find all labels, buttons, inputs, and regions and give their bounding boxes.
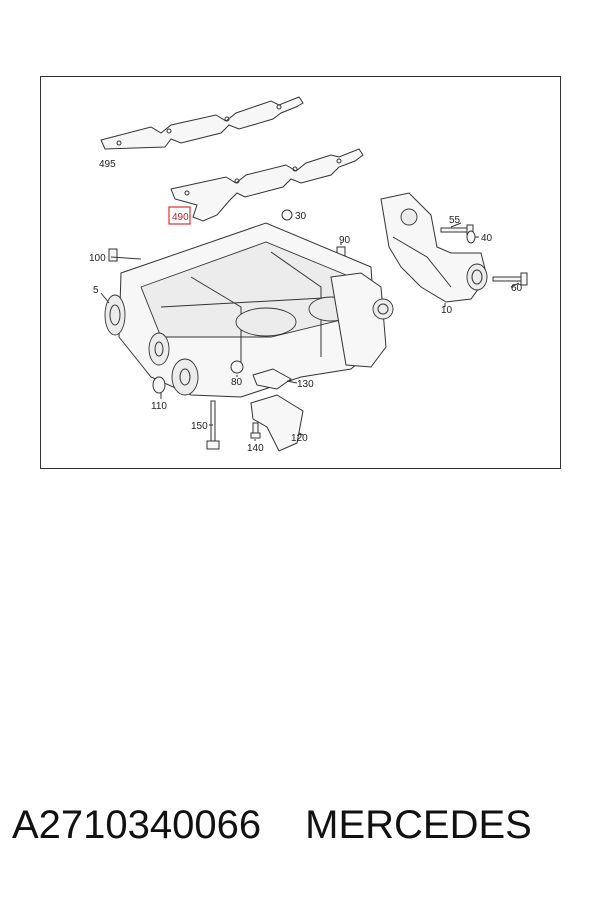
svg-text:100: 100 (89, 253, 106, 264)
svg-text:80: 80 (231, 377, 243, 388)
callout-90: 90 (339, 235, 351, 246)
callout-60: 60 (511, 283, 523, 294)
caption: A2710340066 MERCEDES (12, 803, 592, 863)
svg-text:490: 490 (172, 212, 189, 223)
svg-text:120: 120 (291, 433, 308, 444)
oil-pump-housing-10[interactable] (380, 192, 488, 303)
gasket-495[interactable] (100, 96, 304, 150)
bolt-60[interactable] (492, 272, 528, 286)
svg-text:90: 90 (339, 235, 351, 246)
callout-100: 100 (89, 253, 106, 264)
callout-80: 80 (231, 377, 243, 388)
pin-100[interactable] (108, 248, 118, 262)
gasket-130[interactable] (252, 368, 292, 390)
callout-150: 150 (191, 421, 208, 432)
callout-130: 130 (297, 379, 314, 390)
callout-490-highlighted[interactable]: 490 (168, 206, 191, 225)
balance-shaft-housing[interactable] (118, 222, 394, 398)
svg-text:130: 130 (297, 379, 314, 390)
callout-55: 55 (449, 215, 461, 226)
svg-text:5: 5 (93, 285, 99, 296)
svg-text:30: 30 (295, 211, 307, 222)
gear-lower[interactable] (171, 358, 199, 396)
svg-text:150: 150 (191, 421, 208, 432)
part-number: A2710340066 (12, 803, 262, 847)
bolt-150[interactable] (206, 400, 220, 450)
nut-80[interactable] (230, 360, 244, 374)
callout-120: 120 (291, 433, 308, 444)
svg-text:10: 10 (441, 305, 453, 316)
callout-495: 495 (99, 159, 116, 170)
sprocket-5[interactable] (104, 294, 126, 336)
svg-text:140: 140 (247, 443, 264, 454)
gasket-490[interactable] (170, 148, 364, 222)
plug-30[interactable] (281, 209, 293, 221)
oil-strainer-120[interactable] (250, 394, 304, 452)
svg-text:55: 55 (449, 215, 461, 226)
callout-40: 40 (481, 233, 493, 244)
screw-140[interactable] (250, 422, 261, 439)
washer-110[interactable] (152, 376, 166, 394)
diagram-frame: 495 490 30 90 55 40 60 10 100 5 8 (40, 76, 561, 469)
callout-110: 110 (151, 401, 167, 412)
callout-5: 5 (93, 285, 99, 296)
svg-text:40: 40 (481, 233, 493, 244)
exploded-parts-diagram: 495 490 30 90 55 40 60 10 100 5 8 (89, 96, 528, 454)
brand-name: MERCEDES (305, 803, 532, 847)
callout-30: 30 (295, 211, 307, 222)
svg-text:495: 495 (99, 159, 116, 170)
callout-140: 140 (247, 443, 264, 454)
callout-10: 10 (441, 305, 453, 316)
washer-40[interactable] (466, 230, 476, 244)
svg-text:110: 110 (151, 401, 167, 412)
svg-text:60: 60 (511, 283, 523, 294)
gear-upper[interactable] (148, 332, 170, 366)
leader-lines (100, 222, 520, 441)
